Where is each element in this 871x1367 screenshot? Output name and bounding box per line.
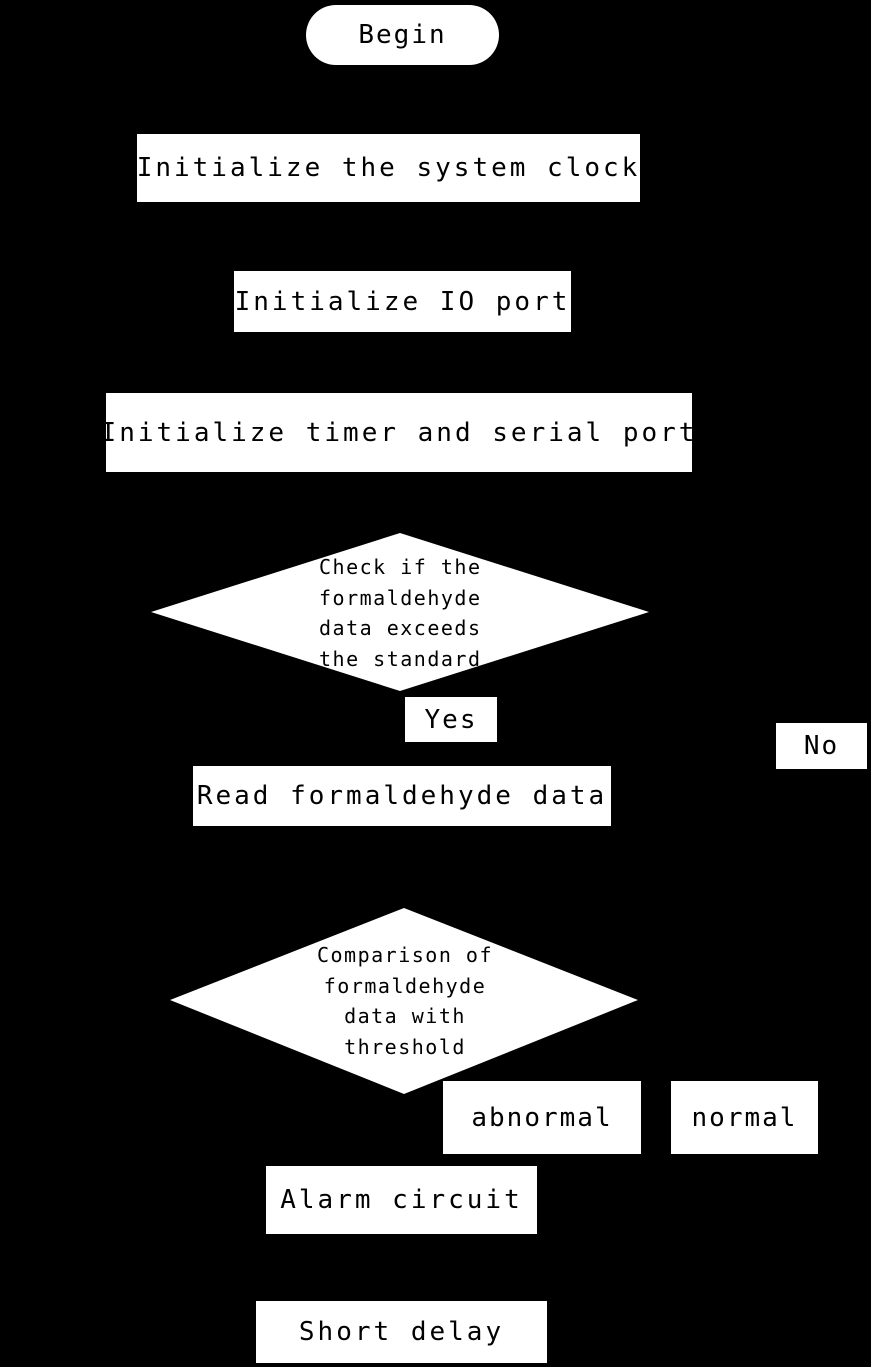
init-clock-box: Initialize the system clock xyxy=(137,134,640,202)
normal-label-box: normal xyxy=(671,1081,818,1154)
check-line-1: Check if the xyxy=(319,555,482,579)
init-timer-label: Initialize timer and serial port xyxy=(100,417,698,448)
compare-line-1: Comparison of xyxy=(316,943,494,967)
abnormal-label-box: abnormal xyxy=(443,1081,641,1154)
check-line-2: formaldehyde xyxy=(319,585,482,610)
delay-label: Short delay xyxy=(298,1317,505,1347)
abnormal-label: abnormal xyxy=(471,1102,613,1133)
init-io-label: Initialize IO port xyxy=(234,286,571,317)
compare-line-2: formaldehyde xyxy=(323,973,487,998)
yes-label: Yes xyxy=(424,704,478,735)
alarm-box: Alarm circuit xyxy=(266,1166,537,1234)
compare-line-4: threshold xyxy=(344,1034,466,1059)
init-timer-box: Initialize timer and serial port xyxy=(101,393,694,472)
normal-label: normal xyxy=(691,1102,798,1133)
init-clock-label: Initialize the system clock xyxy=(136,153,641,183)
start-label: Begin xyxy=(358,20,447,50)
no-label: No xyxy=(803,731,840,761)
start-terminal: Begin xyxy=(306,5,499,65)
alarm-label: Alarm circuit xyxy=(280,1185,523,1215)
yes-label-box: Yes xyxy=(405,697,497,742)
decision-diamond-compare xyxy=(170,908,638,1094)
check-line-3: data exceeds xyxy=(319,616,482,640)
read-data-box: Read formaldehyde data xyxy=(193,766,611,826)
no-label-box: No xyxy=(776,723,867,769)
init-io-box: Initialize IO port xyxy=(234,271,571,332)
check-exceeds-text: Check if the formaldehyde data exceeds t… xyxy=(319,552,482,674)
compare-text: Comparison of formaldehyde data with thr… xyxy=(305,940,505,1062)
check-line-4: the standard xyxy=(319,646,482,671)
delay-box: Short delay xyxy=(256,1301,547,1363)
compare-line-3: data with xyxy=(344,1004,466,1028)
read-data-label: Read formaldehyde data xyxy=(196,781,608,811)
decision-diamond-check xyxy=(151,533,649,691)
